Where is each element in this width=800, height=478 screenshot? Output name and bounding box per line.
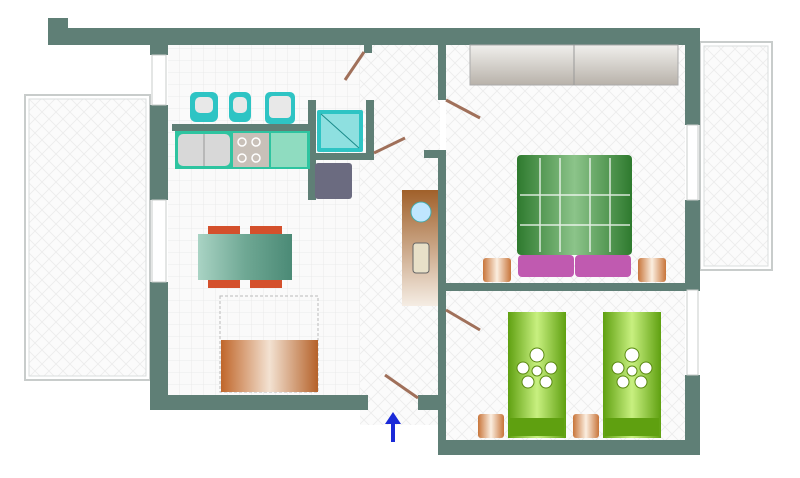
nightstand <box>483 258 511 282</box>
nightstand <box>638 258 666 282</box>
chair <box>250 226 282 236</box>
chair <box>250 278 282 288</box>
nightstand <box>478 414 504 438</box>
chair <box>208 226 240 236</box>
ceiling-light <box>410 201 432 223</box>
nightstand <box>573 414 599 438</box>
double-bed <box>517 155 632 277</box>
pillow <box>575 255 631 277</box>
stove <box>233 133 269 167</box>
left-balcony <box>24 94 151 381</box>
walls <box>48 18 700 455</box>
right-balcony <box>699 41 773 271</box>
washing-machine <box>315 163 352 199</box>
chair <box>208 278 240 288</box>
hallway-cabinet <box>402 190 438 306</box>
fridge-counter <box>271 133 307 167</box>
dining-table <box>198 234 292 280</box>
dining-set <box>198 226 292 288</box>
single-bed <box>508 312 566 438</box>
kitchen-counter <box>175 131 310 169</box>
pillow <box>518 255 574 277</box>
right-window <box>686 124 699 201</box>
sofa <box>221 340 318 392</box>
left-window <box>151 54 167 106</box>
left-window-2 <box>151 199 167 283</box>
single-bed <box>603 312 661 438</box>
entrance-arrow-icon <box>385 412 401 442</box>
doors <box>343 51 481 400</box>
bathroom-fixtures <box>190 92 363 152</box>
right-window-2 <box>686 289 699 376</box>
